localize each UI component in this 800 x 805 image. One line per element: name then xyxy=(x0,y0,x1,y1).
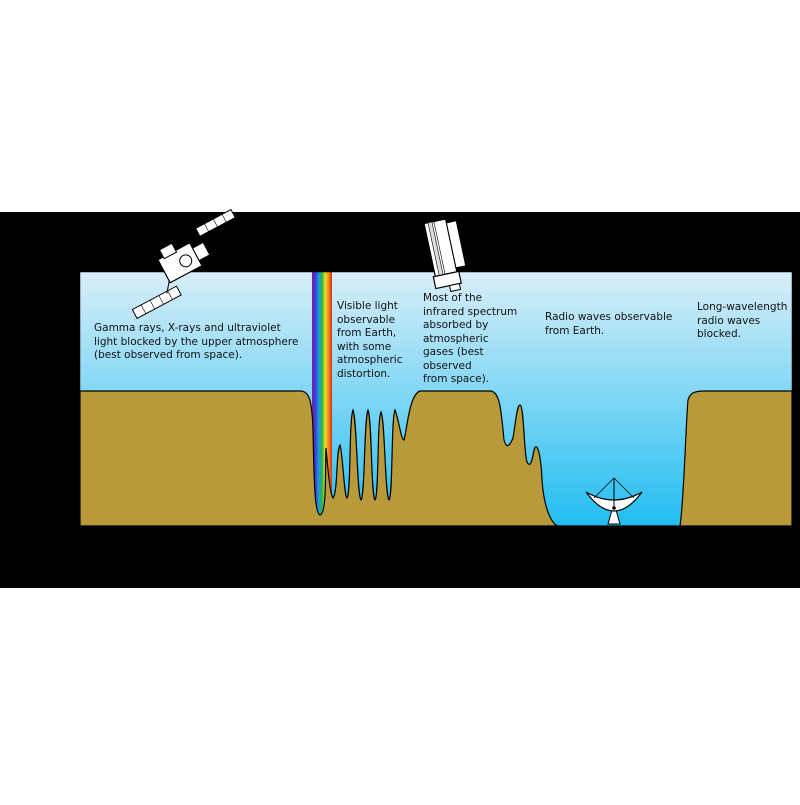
caption-line: light blocked by the upper atmosphere xyxy=(94,335,299,348)
caption-line: gases (best xyxy=(423,346,484,358)
caption-line: with some xyxy=(337,340,392,353)
caption-line: (best observed from space). xyxy=(94,349,243,361)
satellite-icon xyxy=(131,208,236,320)
caption-line: Most of the xyxy=(423,292,483,304)
caption-line: observable xyxy=(337,313,396,326)
caption-line: blocked. xyxy=(697,328,741,340)
caption-line: Visible light xyxy=(337,300,398,312)
caption-line: absorbed by xyxy=(423,319,489,331)
caption-line: from space). xyxy=(423,373,490,385)
caption-line: radio waves xyxy=(697,314,761,327)
caption-line: atmospheric xyxy=(337,354,403,366)
caption-line: from Earth, xyxy=(337,327,397,339)
caption-line: infrared spectrum xyxy=(423,305,518,318)
caption-line: atmospheric xyxy=(423,332,489,345)
caption-line: Radio waves observable xyxy=(545,311,673,323)
caption-line: Long-wavelength xyxy=(697,301,788,313)
caption-line: from Earth. xyxy=(545,324,605,337)
space-telescope-icon xyxy=(423,218,467,293)
opacity-curve xyxy=(80,390,792,526)
radio-dish-icon xyxy=(585,477,643,525)
caption-line: observed xyxy=(423,359,472,372)
caption-line: Gamma rays, X-rays and ultraviolet xyxy=(94,322,281,334)
caption-line: distortion. xyxy=(337,367,391,380)
